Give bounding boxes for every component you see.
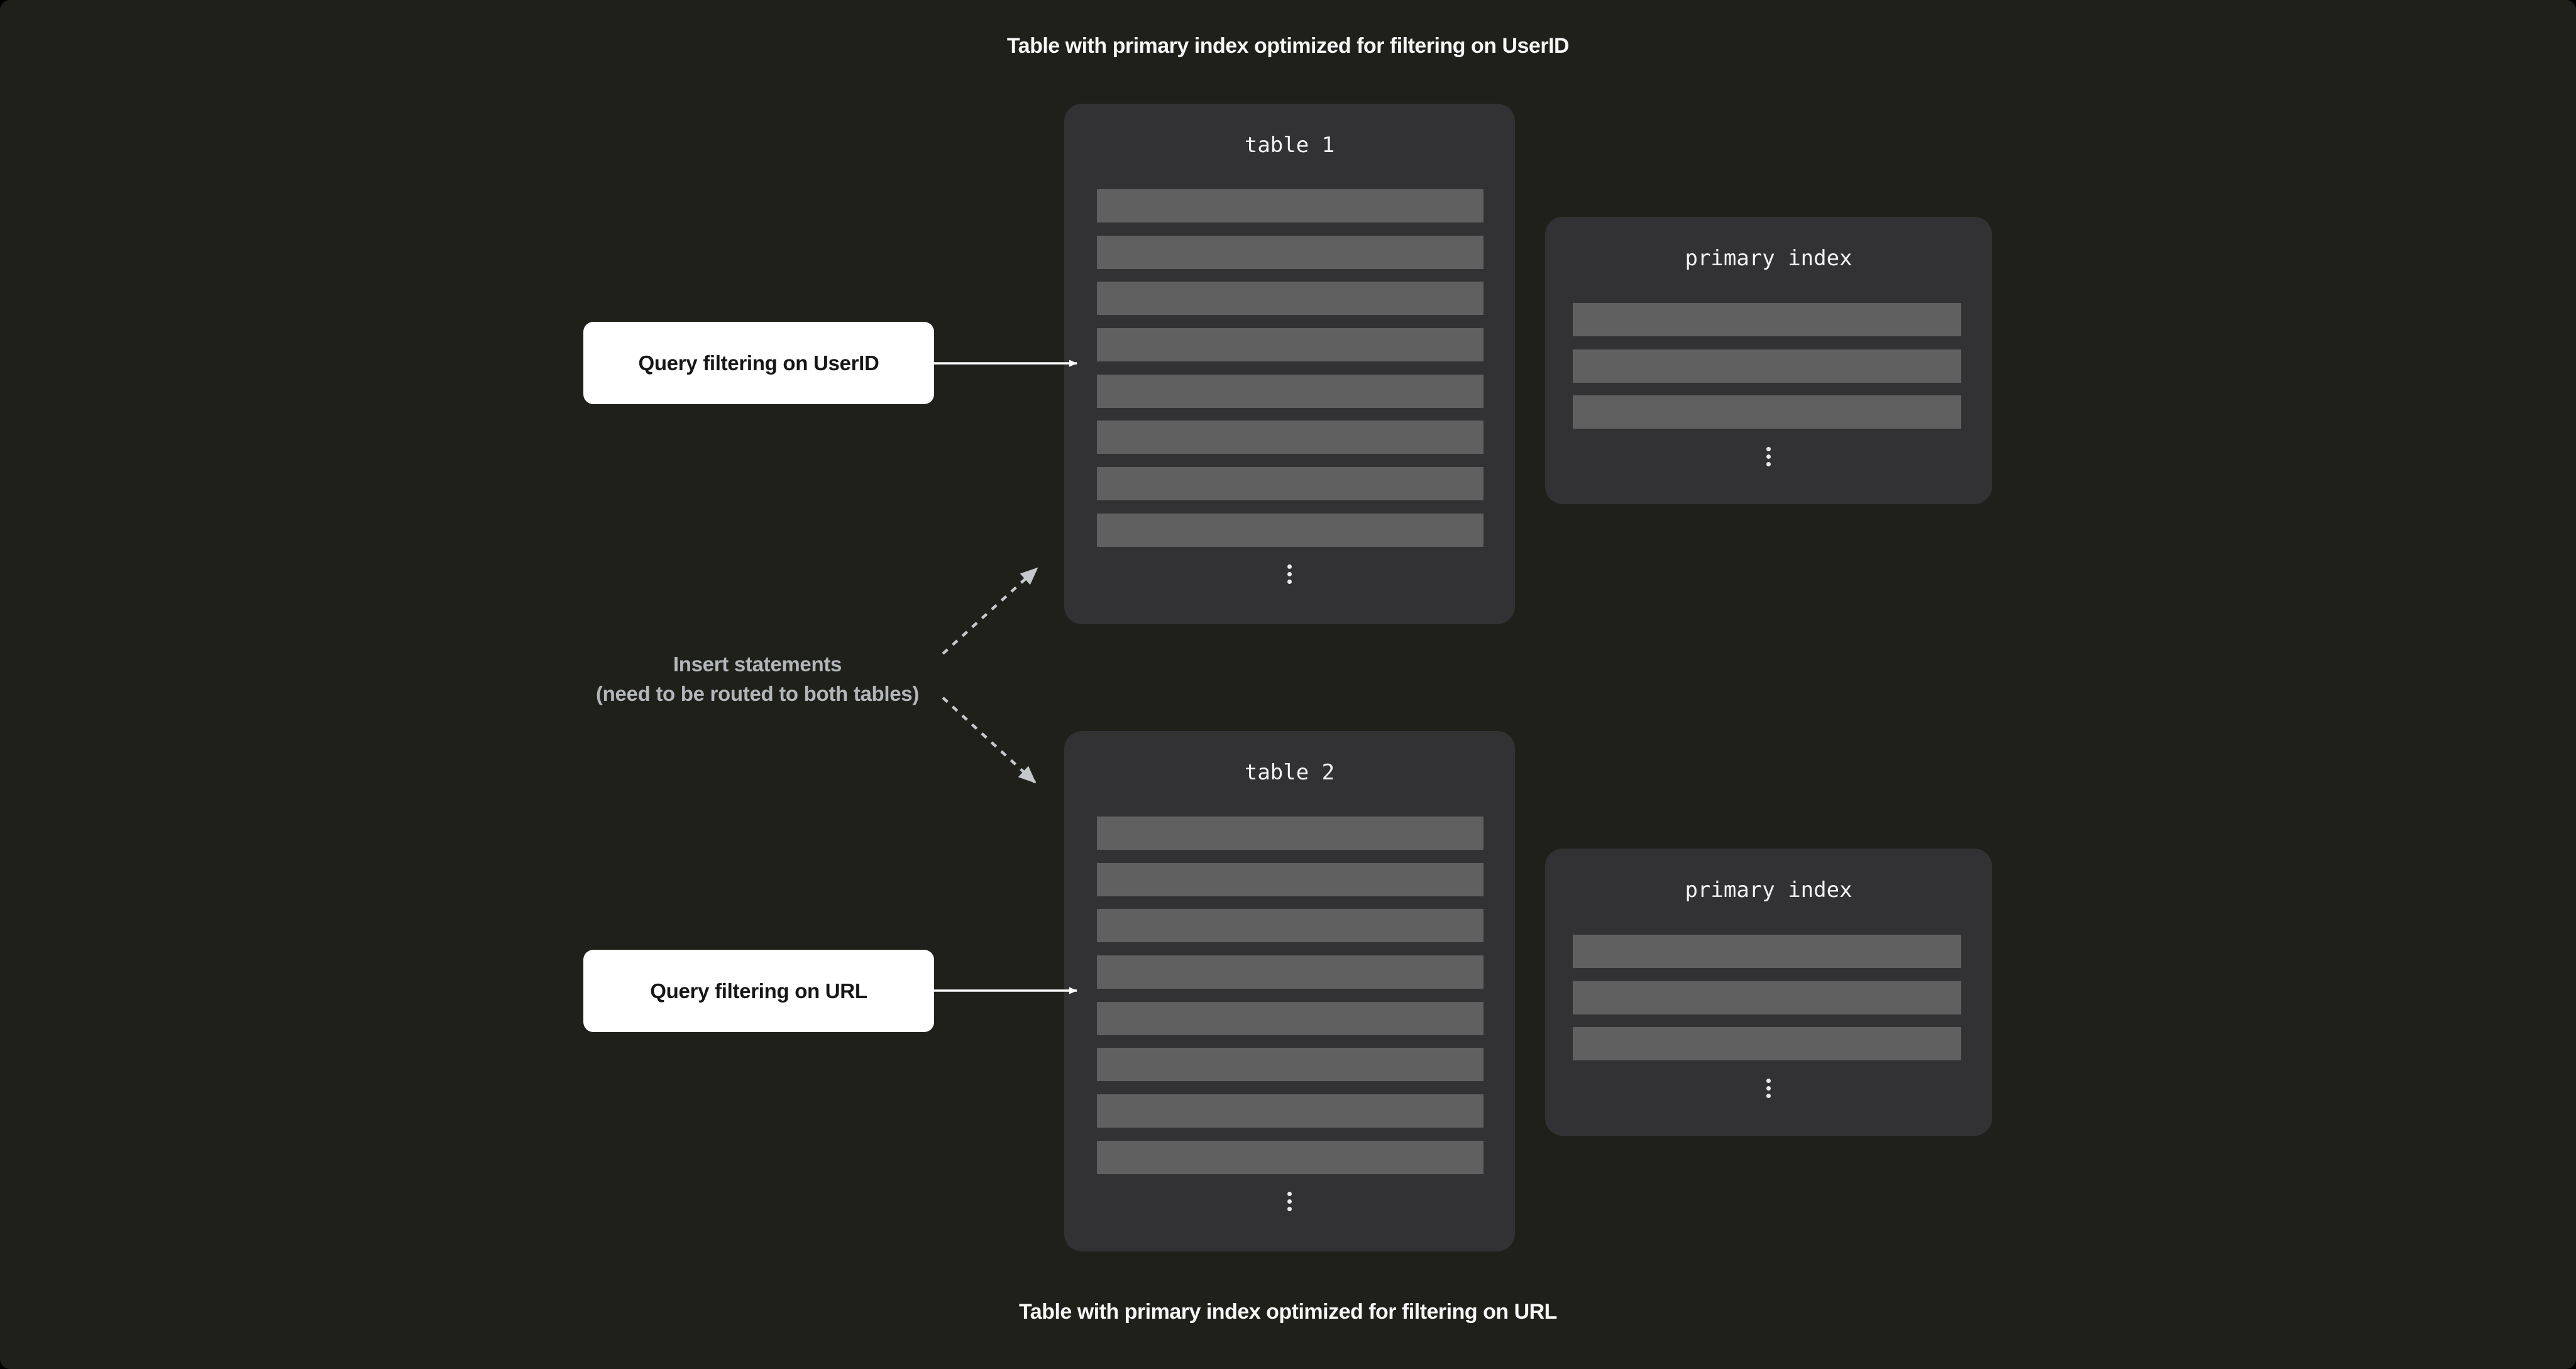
table-row — [1097, 1094, 1483, 1128]
table-row — [1097, 189, 1483, 223]
dashed-arrow-insert-to-table1 — [942, 567, 1038, 655]
table2-rows — [1097, 816, 1483, 1174]
table-row — [1097, 421, 1483, 454]
primary-index1-title: primary index — [1685, 246, 1852, 271]
table1-card: table 1 — [1064, 104, 1515, 624]
vertical-ellipsis-icon — [1064, 564, 1515, 584]
caption-top: Table with primary index optimized for f… — [1006, 34, 1570, 58]
table1-title: table 1 — [1244, 133, 1335, 158]
table-row — [1573, 395, 1961, 429]
table-row — [1097, 1140, 1483, 1174]
insert-note-line1: Insert statements — [673, 652, 842, 676]
insert-note: Insert statements (need to be routed to … — [506, 649, 1009, 708]
table-row — [1097, 235, 1483, 269]
dashed-arrow-insert-to-table2 — [942, 696, 1037, 784]
table-row — [1097, 1048, 1483, 1082]
table-row — [1097, 909, 1483, 943]
table-row — [1573, 349, 1961, 383]
caption-bottom: Table with primary index optimized for f… — [1019, 1300, 1557, 1324]
insert-note-line2: (need to be routed to both tables) — [595, 682, 920, 705]
table-row — [1573, 935, 1961, 968]
primary-index2-title: primary index — [1685, 877, 1852, 903]
table2-card: table 2 — [1064, 731, 1515, 1251]
table-row — [1573, 1027, 1961, 1061]
table-row — [1573, 981, 1961, 1014]
table-row — [1097, 1001, 1483, 1035]
vertical-ellipsis-icon — [1545, 447, 1992, 466]
table-row — [1097, 374, 1483, 408]
vertical-ellipsis-icon — [1545, 1079, 1992, 1098]
table-row — [1097, 862, 1483, 896]
table2-title: table 2 — [1244, 760, 1335, 785]
table-row — [1097, 282, 1483, 316]
primary-index1-rows — [1573, 303, 1961, 429]
table1-rows — [1097, 189, 1483, 547]
table-row — [1573, 303, 1961, 336]
query-url-label-text: Query filtering on URL — [650, 979, 867, 1003]
primary-index1-card: primary index — [1545, 217, 1992, 504]
query-userid-label-text: Query filtering on UserID — [638, 351, 879, 375]
primary-index2-card: primary index — [1545, 849, 1992, 1136]
vertical-ellipsis-icon — [1064, 1192, 1515, 1211]
primary-index2-rows — [1573, 935, 1961, 1061]
table-row — [1097, 328, 1483, 362]
table-row — [1097, 955, 1483, 989]
table-row — [1097, 816, 1483, 850]
table-row — [1097, 513, 1483, 547]
query-userid-label: Query filtering on UserID — [583, 322, 934, 404]
query-url-label: Query filtering on URL — [583, 950, 934, 1032]
table-row — [1097, 467, 1483, 501]
